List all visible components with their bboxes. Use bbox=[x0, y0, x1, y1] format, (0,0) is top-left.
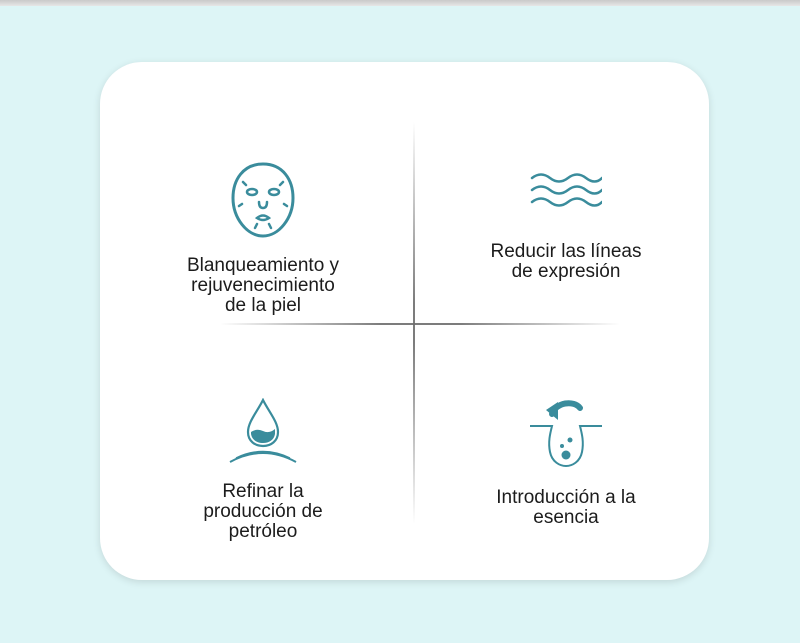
feature-refine-oil: Refinar la producción de petróleo bbox=[148, 398, 378, 542]
feature-label: Introducción a la esencia bbox=[496, 487, 636, 528]
feature-essence: Introducción a la esencia bbox=[451, 398, 681, 528]
waves-icon bbox=[530, 173, 602, 207]
pore-essence-icon bbox=[530, 400, 602, 468]
water-drop-icon bbox=[229, 398, 297, 463]
features-card: Blanqueamiento y rejuvenecimiento de la … bbox=[100, 62, 709, 580]
feature-label: Reducir las líneas de expresión bbox=[490, 241, 642, 282]
feature-skin-whitening: Blanqueamiento y rejuvenecimiento de la … bbox=[148, 160, 378, 316]
feature-reduce-lines: Reducir las líneas de expresión bbox=[451, 172, 681, 282]
window-top-bar bbox=[0, 0, 800, 6]
feature-label: Refinar la producción de petróleo bbox=[203, 481, 323, 542]
horizontal-divider bbox=[220, 323, 620, 325]
face-mask-icon bbox=[231, 162, 295, 238]
feature-label: Blanqueamiento y rejuvenecimiento de la … bbox=[186, 255, 340, 316]
